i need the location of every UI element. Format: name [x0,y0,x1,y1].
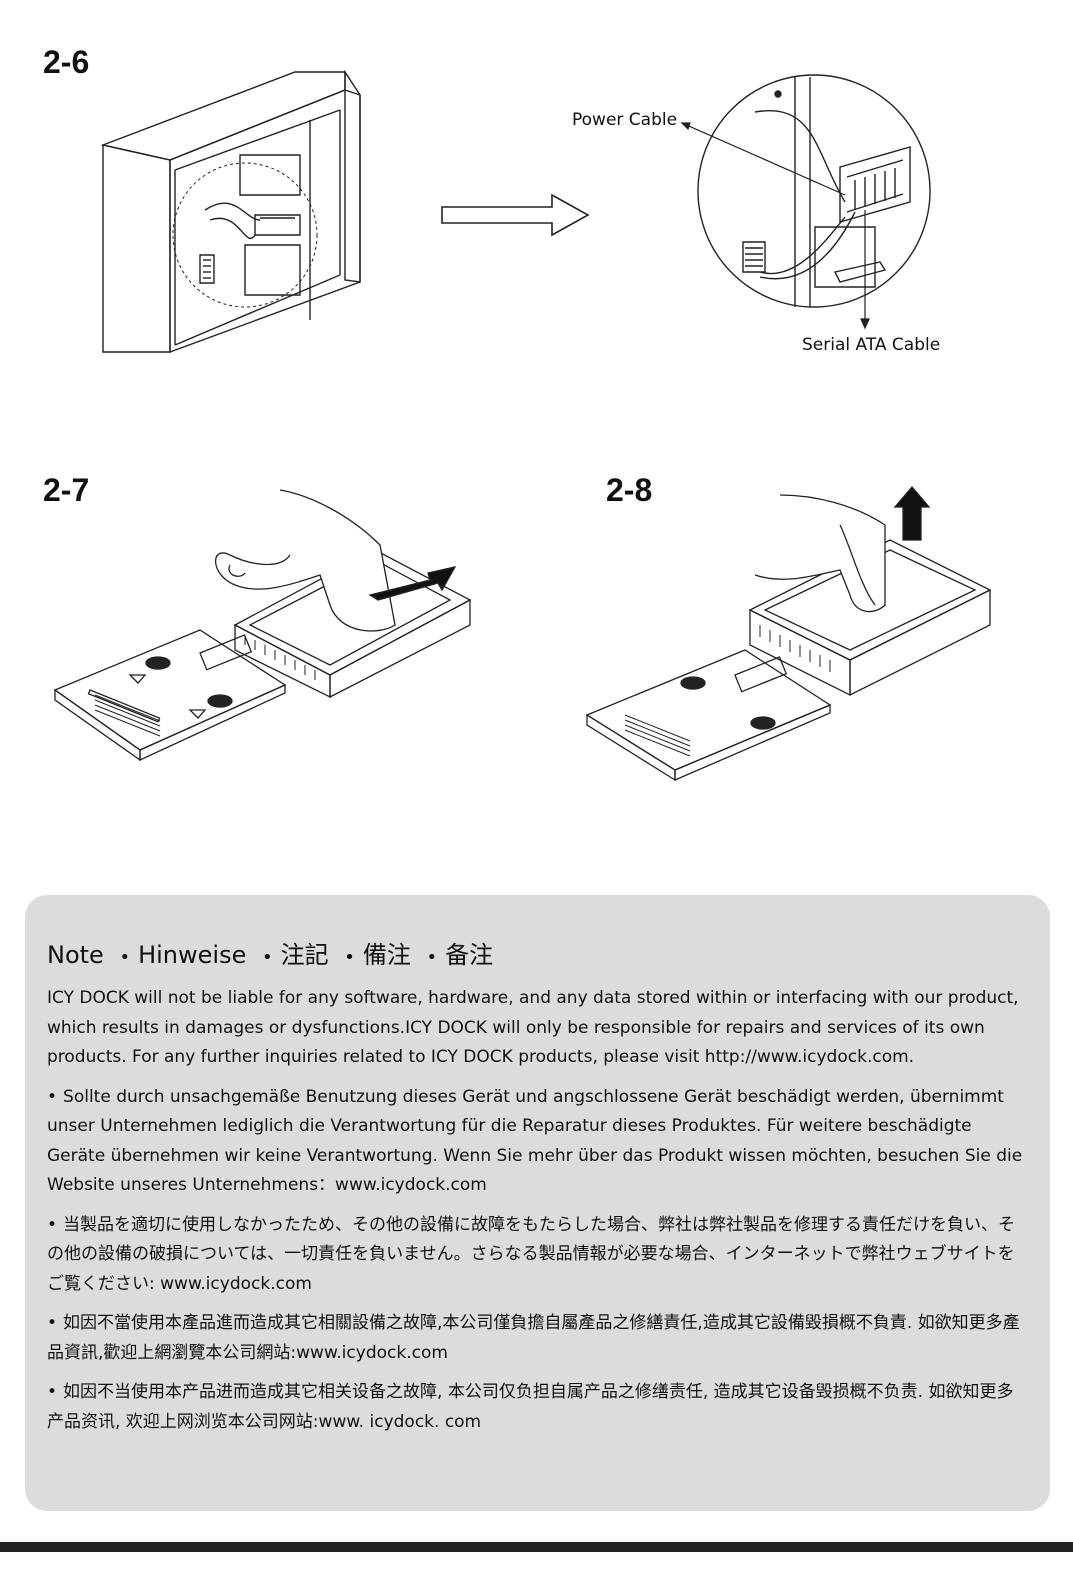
bullet: • [47,1382,58,1402]
heading-separator: • [261,947,273,968]
note-simplified-chinese: •如因不当使用本产品进而造成其它相关设备之故障, 本公司仅负担自属产品之修缮责任… [47,1378,1028,1437]
sata-cable-callout: Serial ATA Cable [802,335,941,355]
right-arrow-icon [440,193,590,238]
bullet: • [47,1313,58,1333]
note-heading-en: Note [47,941,104,969]
step-label-2-7: 2-7 [43,472,90,508]
note-traditional-chinese: •如因不當使用本產品進而造成其它相關設備之故障,本公司僅負擔自屬產品之修繕責任,… [47,1309,1028,1368]
note-panel: Note • Hinweise • 注記 • 備注 • 备注 ICY DOCK will… [25,895,1050,1511]
step-label-2-8: 2-8 [606,472,653,508]
note-heading: Note • Hinweise • 注記 • 備注 • 备注 [47,935,1028,970]
note-german: •Sollte durch unsachgemäße Benutzung die… [47,1083,1028,1201]
drive-bay-insert-illustration [50,485,480,765]
footer-bar [0,1542,1073,1552]
heading-separator: • [426,947,438,968]
step-label-2-6: 2-6 [43,44,90,80]
note-heading-zh-tw: 備注 [362,941,411,969]
note-heading-de: Hinweise [138,941,247,969]
note-japanese: •当製品を適切に使用しなかったため、その他の設備に故障をもたらした場合、弊社は弊… [47,1211,1028,1300]
callout-leaders [680,115,880,335]
note-simplified-chinese-text: 如因不当使用本产品进而造成其它相关设备之故障, 本公司仅负担自属产品之修缮责任,… [47,1382,1014,1432]
cable-closeup-illustration [695,72,933,310]
heading-separator: • [344,947,355,968]
note-heading-zh-cn: 备注 [445,941,494,969]
pc-case-illustration [95,70,370,365]
note-traditional-chinese-text: 如因不當使用本產品進而造成其它相關設備之故障,本公司僅負擔自屬產品之修繕責任,造… [47,1313,1020,1363]
note-japanese-text: 当製品を適切に使用しなかったため、その他の設備に故障をもたらした場合、弊社は弊社… [47,1214,1016,1294]
bullet: • [47,1086,58,1107]
heading-separator: • [119,947,131,968]
drive-bay-remove-illustration [585,485,1015,785]
power-cable-callout: Power Cable [572,110,678,130]
note-english: ICY DOCK will not be liable for any soft… [47,988,1019,1067]
note-german-text: Sollte durch unsachgemäße Benutzung dies… [47,1086,1023,1196]
bullet: • [47,1214,58,1235]
note-heading-ja: 注記 [280,941,329,969]
